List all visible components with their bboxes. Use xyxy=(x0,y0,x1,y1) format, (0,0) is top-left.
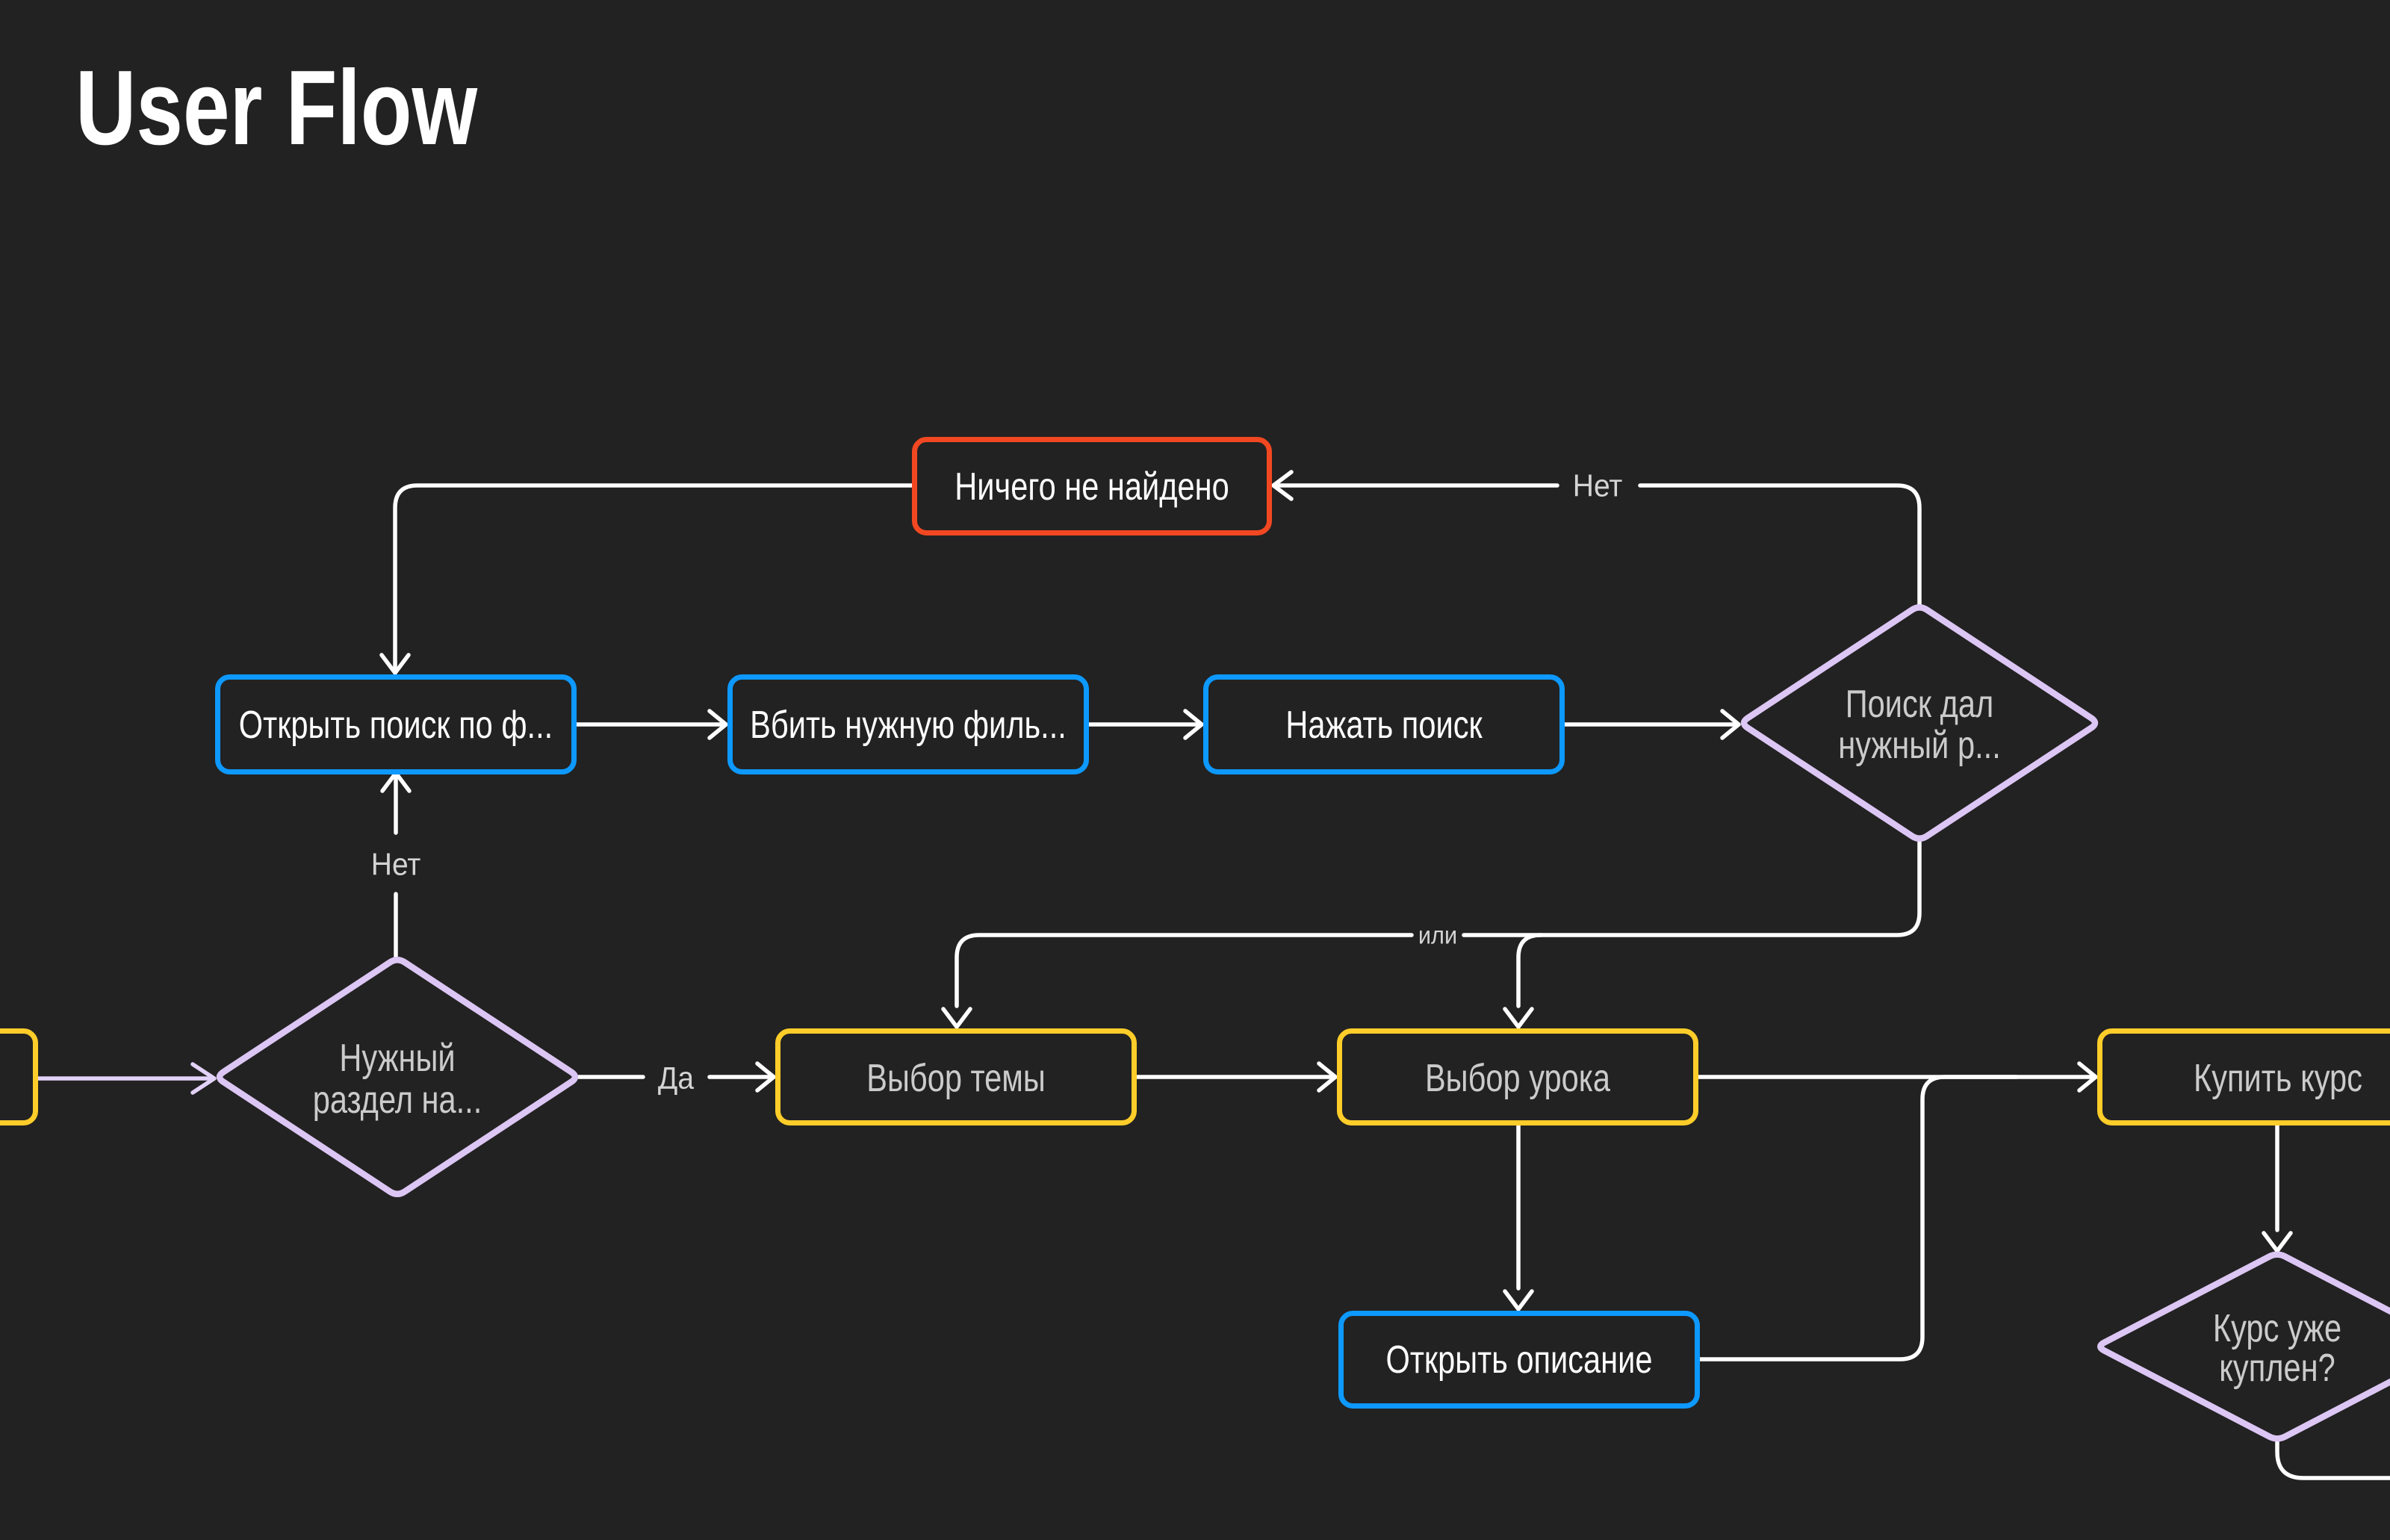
svg-text:Открыть описание: Открыть описание xyxy=(1385,1338,1652,1382)
svg-text:Ничего не найдено: Ничего не найдено xyxy=(955,465,1229,509)
svg-text:Поиск дал: Поиск дал xyxy=(1846,682,1993,726)
svg-text:куплен?: куплен? xyxy=(2219,1346,2335,1390)
svg-text:Вбить нужную филь...: Вбить нужную филь... xyxy=(750,703,1067,747)
svg-text:Открыть поиск по ф...: Открыть поиск по ф... xyxy=(239,703,553,747)
svg-text:Нажать поиск: Нажать поиск xyxy=(1285,703,1483,747)
svg-text:Купить курс: Купить курс xyxy=(2194,1056,2362,1100)
svg-text:Выбор урока: Выбор урока xyxy=(1425,1056,1611,1100)
svg-text:Нет: Нет xyxy=(371,846,421,882)
svg-text:Нужный: Нужный xyxy=(339,1036,455,1080)
svg-text:Курс уже: Курс уже xyxy=(2213,1306,2341,1350)
svg-text:нужный р...: нужный р... xyxy=(1838,723,2001,767)
svg-text:Выбор темы: Выбор темы xyxy=(866,1056,1045,1100)
svg-text:раздел на...: раздел на... xyxy=(313,1078,482,1122)
svg-text:Нет: Нет xyxy=(1573,468,1623,503)
svg-text:или: или xyxy=(1418,921,1457,948)
svg-text:Да: Да xyxy=(658,1060,695,1096)
